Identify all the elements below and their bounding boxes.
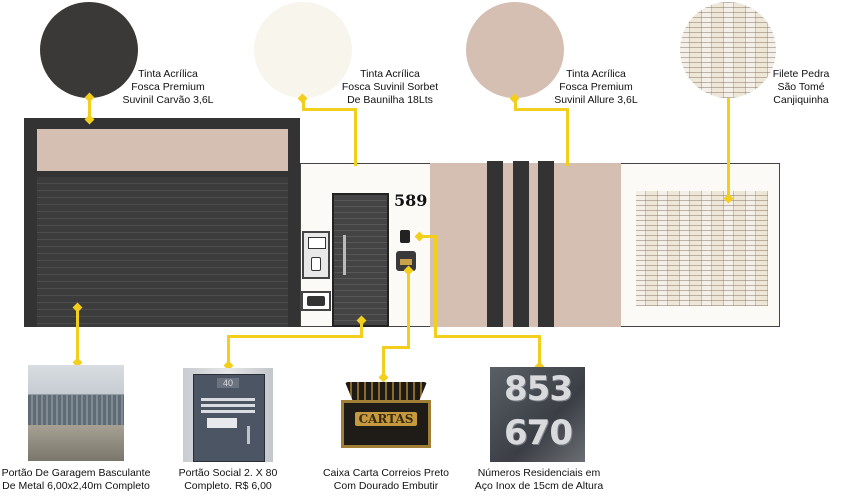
product-garage-gate-photo — [28, 365, 124, 461]
numbers-top: 853 — [504, 369, 573, 409]
garage-door — [37, 177, 288, 327]
product-numbers-photo: 853 670 — [490, 367, 585, 462]
column-3 — [538, 161, 554, 327]
swatch-baunilha-caption: Tinta Acrílica Fosca Suvinil Sorbet De B… — [341, 68, 439, 106]
intercom-screen — [308, 237, 326, 249]
swatch-carvao-caption: Tinta Acrílica Fosca Premium Suvinil Car… — [122, 68, 214, 106]
product-social-gate-caption: Portão Social 2. X 80 Completo. R$ 6,00 — [178, 467, 278, 492]
swatch-baunilha — [254, 2, 352, 98]
swatch-allure-caption: Tinta Acrílica Fosca Premium Suvinil All… — [554, 68, 638, 106]
column-2 — [513, 161, 529, 327]
swatch-allure — [466, 2, 564, 98]
social-gate-number: 40 — [217, 378, 239, 388]
product-mailbox-photo: CARTAS — [339, 378, 433, 458]
camera-panel — [301, 291, 331, 311]
stone-wall-panel — [636, 191, 768, 306]
social-gate — [332, 193, 389, 327]
swatch-carvao — [40, 2, 138, 98]
camera-icon — [307, 296, 325, 306]
swatch-stone-image — [680, 2, 776, 98]
swatch-stone-caption: Filete Pedra São Tomé Canjiquinha — [772, 68, 830, 106]
mailbox-label: CARTAS — [355, 412, 417, 426]
doorbell-icon — [400, 230, 410, 243]
product-garage-gate-caption: Portão De Garagem Basculante De Metal 6,… — [1, 467, 151, 492]
product-social-gate-photo: 40 — [183, 368, 273, 462]
social-gate-handle — [343, 235, 346, 275]
house-number: 589 — [394, 191, 428, 210]
mailbox-icon — [396, 251, 416, 271]
numbers-bottom: 670 — [504, 413, 573, 453]
column-1 — [487, 161, 503, 327]
garage-top-panel — [37, 129, 288, 171]
product-mailbox-caption: Caixa Carta Correios Preto Com Dourado E… — [322, 467, 450, 492]
intercom-button — [311, 257, 321, 271]
intercom-panel — [302, 231, 330, 279]
product-numbers-caption: Números Residenciais em Aço Inox de 15cm… — [474, 467, 604, 492]
